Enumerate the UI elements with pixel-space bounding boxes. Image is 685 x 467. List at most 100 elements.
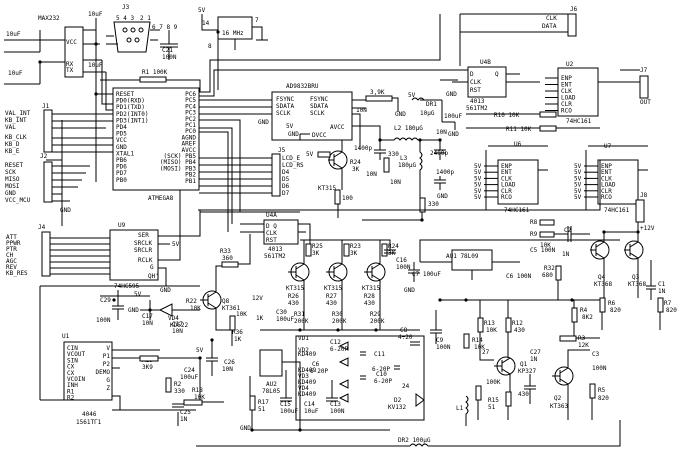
- u1-type: 4046: [82, 411, 97, 418]
- r6-label: R6: [608, 300, 616, 307]
- j4-pin-5: AGC: [6, 258, 17, 265]
- j3-db9-shape: [113, 21, 151, 53]
- c26-label: C26: [224, 359, 235, 366]
- r2-value: 330: [174, 388, 185, 395]
- j1-pin-3: VAL: [5, 124, 16, 131]
- trio-top-res-2-label: R23: [350, 243, 361, 250]
- q1-stage: C9 100N R13 10K R14 10K R12 430 C27 1N 2…: [430, 299, 600, 420]
- j7-label: J7: [640, 67, 648, 74]
- crystal-pin-14: 14: [202, 20, 210, 27]
- j1-pin-1: VAL_INT: [5, 110, 31, 117]
- l3-value: 180μG: [398, 162, 416, 169]
- max232-vcc: VCC: [66, 39, 77, 46]
- atmega8-pin-right-11: (SCK) PB5: [163, 153, 196, 160]
- au2-label: AU2: [266, 381, 277, 388]
- u1-pin-left-9: R2: [67, 395, 75, 402]
- c17-label: C17: [142, 313, 153, 320]
- ad9832-pin-sdata-r: SDATA: [310, 103, 328, 110]
- u4a-pin-d: D Q: [266, 223, 277, 230]
- atmega8-pin-left-14: PB0: [116, 177, 127, 184]
- max232-body: [64, 26, 84, 78]
- dr1-value: 10μG: [420, 110, 435, 117]
- j3-pin-2-1: 2 1: [140, 15, 151, 22]
- junction-dot-1: [94, 42, 98, 46]
- r330a-label: 330: [388, 151, 399, 158]
- au1-gnd: GND: [404, 287, 415, 294]
- u6-pin-ent-5v: 5V: [474, 169, 482, 176]
- u1-pin-left-1: CIN: [67, 345, 78, 352]
- junction-dot-10: [570, 298, 574, 302]
- c21-cap: C21 100N: [160, 30, 178, 61]
- trio-mid-res-1-label: R26: [288, 293, 299, 300]
- r1-resistor: R1 100K: [100, 69, 201, 92]
- u7-pin-clr-5v: 5V: [574, 188, 582, 195]
- r33-label: R33: [220, 248, 231, 255]
- q2-stage: R32 680 R4 8K2 R3 12K C3 100N Q2 KT363 R…: [542, 265, 609, 420]
- c9-value: 100N: [436, 344, 451, 351]
- u9-pin-qh: QH': [148, 273, 159, 280]
- c24-5v: 5V: [196, 347, 204, 354]
- u7-pin-rco-5v: 5V: [574, 194, 582, 201]
- junction-dot-16: [336, 328, 340, 332]
- max232-tx: TX: [66, 67, 74, 74]
- c21-label: C21: [162, 47, 173, 54]
- j3-label: J3: [122, 4, 130, 11]
- trio-transistor-2-type: KT315: [324, 285, 342, 292]
- u7-pin-rco: RCO: [601, 194, 612, 201]
- u1-chip: U1 4046 1561TГ1 CINVCOUTSINCXCXVCOININHR…: [62, 333, 160, 426]
- q8-type: KT361: [222, 305, 240, 312]
- ad9832-pin-sclk: SCLK: [276, 110, 291, 117]
- r4-value: 8K2: [582, 314, 593, 321]
- r19-value: 3K9: [142, 364, 153, 371]
- r2-label: R2: [174, 381, 182, 388]
- trio-top-res-1-body: [305, 243, 312, 257]
- r13-label: R13: [484, 320, 495, 327]
- junction-dot-4: [216, 30, 220, 34]
- c10n-label-1: 10N: [356, 107, 367, 114]
- c10uf-b-label: 10uF: [8, 70, 23, 77]
- ad9832-pin-sdata: SDATA: [276, 103, 294, 110]
- r39k-label: 3,9K: [370, 89, 385, 96]
- u4a-pin-rst: RST: [266, 237, 277, 244]
- u9-label: U9: [118, 222, 126, 229]
- c29-value: 100N: [96, 317, 111, 324]
- c11-value: 6-20P: [372, 366, 390, 373]
- trio-bot-res-1-label: R31: [294, 311, 305, 318]
- u6-pin-clk: CLK: [501, 175, 512, 182]
- u1-pin-left-6: VCOIN: [67, 376, 85, 383]
- c13-value: 100N: [330, 408, 345, 415]
- junction-dot-22: [148, 308, 152, 312]
- j7-connector: J7 OUT: [598, 67, 651, 106]
- c24b-label: 24: [402, 383, 410, 390]
- j2-label: J2: [40, 153, 48, 160]
- crystal-block: 16 MHz 5V 14 7 8: [198, 7, 268, 90]
- vco-block: VD1 KD409 VD2 KD409 VD3 KD409 VD4 KD409 …: [295, 327, 425, 421]
- r330b-label: 330: [428, 201, 439, 208]
- atmega8-pin-left-3: PD1(TXD): [116, 104, 145, 111]
- c29-gnd: GND: [128, 307, 139, 314]
- kt315-top-label: KT315: [318, 185, 336, 192]
- j7-out: OUT: [640, 99, 651, 106]
- u7-pin-enp-5v: 5V: [574, 163, 582, 170]
- r7-label: R7: [664, 300, 672, 307]
- r39k-gnd: GND: [395, 111, 406, 118]
- c3-label: C3: [592, 351, 600, 358]
- atmega8-pin-left-5: PD3(INT1): [116, 117, 149, 124]
- r19-r2-r18: R19 3K9 C24 100uF C26 10N R2 330 R18 10K…: [139, 340, 235, 426]
- ad9832-pin-avcc: AVCC: [330, 124, 345, 131]
- trio-top-res-2-body: [343, 243, 350, 257]
- atmega8-pin-right-5: PC2: [185, 116, 196, 123]
- u9-pin-srclr: SRCLR: [134, 247, 152, 254]
- q-kt315-top: KT315 5V 100: [306, 139, 353, 218]
- u4a-label: U4A: [266, 212, 277, 219]
- junction-dot-6: [378, 138, 382, 142]
- j4-label: J4: [38, 224, 46, 231]
- c14-label: C14: [304, 401, 315, 408]
- r100k-label: 100K: [486, 379, 501, 386]
- u9-pin-srclk: SRCLK: [134, 240, 152, 247]
- j3-connector: J3 5 4 3 2 1 6 7 8 9: [106, 4, 178, 53]
- r10-label: R10 10K: [494, 112, 520, 119]
- trio-mid-res-3-value: 430: [364, 300, 375, 307]
- r22-value: 10K: [190, 305, 201, 312]
